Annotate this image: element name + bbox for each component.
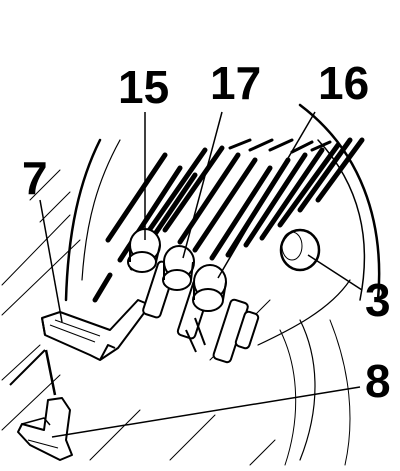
grille-slat-tops xyxy=(228,138,332,154)
assembly-line-7-8 xyxy=(44,349,57,396)
leader-lines xyxy=(39,111,363,438)
part-7-bracket xyxy=(41,299,151,361)
callout-3: 3 xyxy=(365,274,391,326)
callout-16: 16 xyxy=(318,57,369,109)
leader-7 xyxy=(39,199,63,323)
part-8-clip xyxy=(17,397,73,461)
leader-17 xyxy=(182,111,223,259)
leader-8 xyxy=(51,386,361,438)
leader-16 xyxy=(217,111,316,279)
grille-slats xyxy=(92,137,365,303)
callout-8: 8 xyxy=(365,355,391,407)
part-3-knob xyxy=(279,228,321,272)
callout-7: 7 xyxy=(22,152,48,204)
callout-17: 17 xyxy=(210,57,261,109)
assembly-line-left xyxy=(9,349,46,386)
leader-3 xyxy=(307,254,363,291)
callout-15: 15 xyxy=(118,61,169,113)
part-16-pin xyxy=(185,264,260,364)
